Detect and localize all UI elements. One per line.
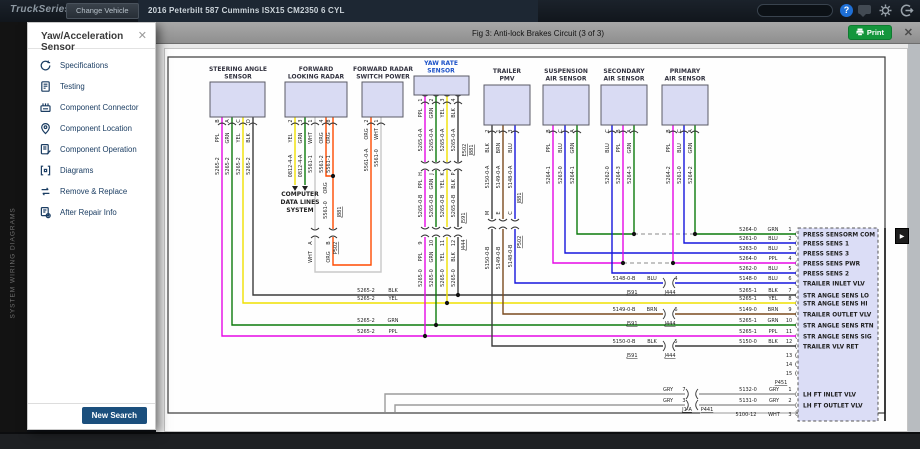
testing-icon (41, 81, 50, 92)
sidebar-item-testing[interactable]: Testing (28, 76, 155, 97)
expand-panel-arrow-icon[interactable]: ▶ (895, 228, 909, 244)
specifications-icon (40, 60, 51, 71)
panel-footer: New Search (28, 403, 155, 429)
component-location-icon (41, 122, 50, 135)
panel-title: Yaw/Acceleration Sensor (41, 31, 124, 53)
viewer-close-icon[interactable]: ✕ (903, 27, 913, 39)
wiring-diagrams-strip-label: SYSTEM WIRING DIAGRAMS (9, 207, 17, 319)
component-operation-icon (40, 144, 51, 155)
sidebar-item-component-operation[interactable]: Component Operation (28, 139, 155, 160)
diagrams-icon (40, 165, 51, 176)
left-nav-strip: SYSTEM WIRING DIAGRAMS (0, 22, 27, 432)
logout-icon[interactable] (899, 3, 914, 18)
figure-title: Fig 3: Anti-lock Brakes Circuit (3 of 3) (471, 29, 605, 38)
sidebar-item-label: Testing (60, 82, 85, 91)
sidebar-item-component-connector[interactable]: Component Connector (28, 97, 155, 118)
print-label: Print (866, 28, 884, 37)
component-menu-panel: Yaw/Acceleration Sensor ✕ Specifications… (27, 22, 156, 430)
sidebar-item-remove-replace[interactable]: Remove & Replace (28, 181, 155, 202)
after-repair-icon (40, 207, 51, 219)
bottom-strip (0, 432, 920, 449)
top-bar: TruckSeries Change Vehicle 2016 Peterbil… (0, 0, 920, 22)
sidebar-item-label: Diagrams (60, 166, 94, 175)
vehicle-title-bed (138, 0, 538, 22)
account-pill[interactable] (757, 4, 833, 17)
sidebar-item-label: Remove & Replace (60, 187, 128, 196)
feedback-icon[interactable] (858, 5, 871, 17)
remove-replace-icon (41, 187, 50, 196)
printer-icon (856, 28, 864, 36)
panel-close-icon[interactable]: ✕ (137, 30, 147, 42)
viewer-header: Fig 3: Anti-lock Brakes Circuit (3 of 3)… (156, 22, 920, 44)
print-button[interactable]: Print (847, 25, 892, 40)
sidebar-item-specifications[interactable]: Specifications (28, 55, 155, 76)
change-vehicle-button[interactable]: Change Vehicle (66, 3, 139, 19)
vehicle-title: 2016 Peterbilt 587 Cummins ISX15 CM2350 … (148, 6, 345, 15)
sidebar-item-label: Component Connector (60, 103, 139, 112)
sidebar-item-after-repair-info[interactable]: After Repair Info (28, 202, 155, 223)
diagram-page (164, 48, 908, 432)
sidebar-item-label: After Repair Info (60, 208, 117, 217)
panel-header: Yaw/Acceleration Sensor ✕ (28, 23, 155, 53)
new-search-button[interactable]: New Search (81, 407, 147, 424)
right-rail[interactable] (908, 44, 920, 432)
sidebar-item-label: Component Operation (60, 145, 137, 154)
sidebar-item-label: Specifications (60, 61, 109, 70)
sidebar-item-diagrams[interactable]: Diagrams (28, 160, 155, 181)
sidebar-item-component-location[interactable]: Component Location (28, 118, 155, 139)
settings-gear-icon[interactable] (878, 3, 893, 18)
sidebar-item-label: Component Location (60, 124, 132, 133)
component-connector-icon (40, 103, 51, 113)
help-icon[interactable]: ? (840, 4, 853, 17)
truckseries-logo: TruckSeries (10, 4, 71, 15)
